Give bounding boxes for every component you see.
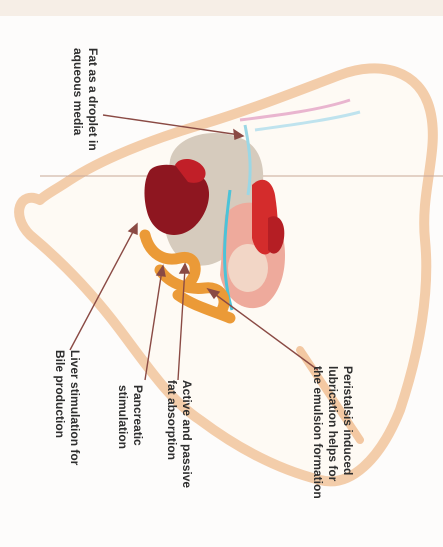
label-fat-droplet-line2: aqueous media	[70, 48, 85, 151]
label-pancreatic: Pancreatic stimulation	[115, 385, 145, 449]
label-peristalsis-line3: the emulsion formation	[310, 366, 325, 499]
label-peristalsis-line1: Peristalsis induced	[340, 366, 355, 499]
label-fat-droplet: Fat as a droplet in aqueous media	[70, 48, 100, 151]
label-liver-line1: Liver stimulation for	[67, 350, 82, 465]
label-liver-line2: Bile production	[52, 350, 67, 465]
label-liver: Liver stimulation for Bile production	[52, 350, 82, 465]
label-pancreatic-line2: stimulation	[115, 385, 130, 449]
label-fat-droplet-line1: Fat as a droplet in	[85, 48, 100, 151]
label-peristalsis-line2: lubrication helps for	[325, 366, 340, 499]
label-peristalsis: Peristalsis induced lubrication helps fo…	[310, 366, 355, 499]
label-fat-absorption-line2: fat absorption	[164, 380, 179, 488]
label-fat-absorption: Active and passive fat absorption	[164, 380, 194, 488]
label-pancreatic-line1: Pancreatic	[130, 385, 145, 449]
label-fat-absorption-line1: Active and passive	[179, 380, 194, 488]
